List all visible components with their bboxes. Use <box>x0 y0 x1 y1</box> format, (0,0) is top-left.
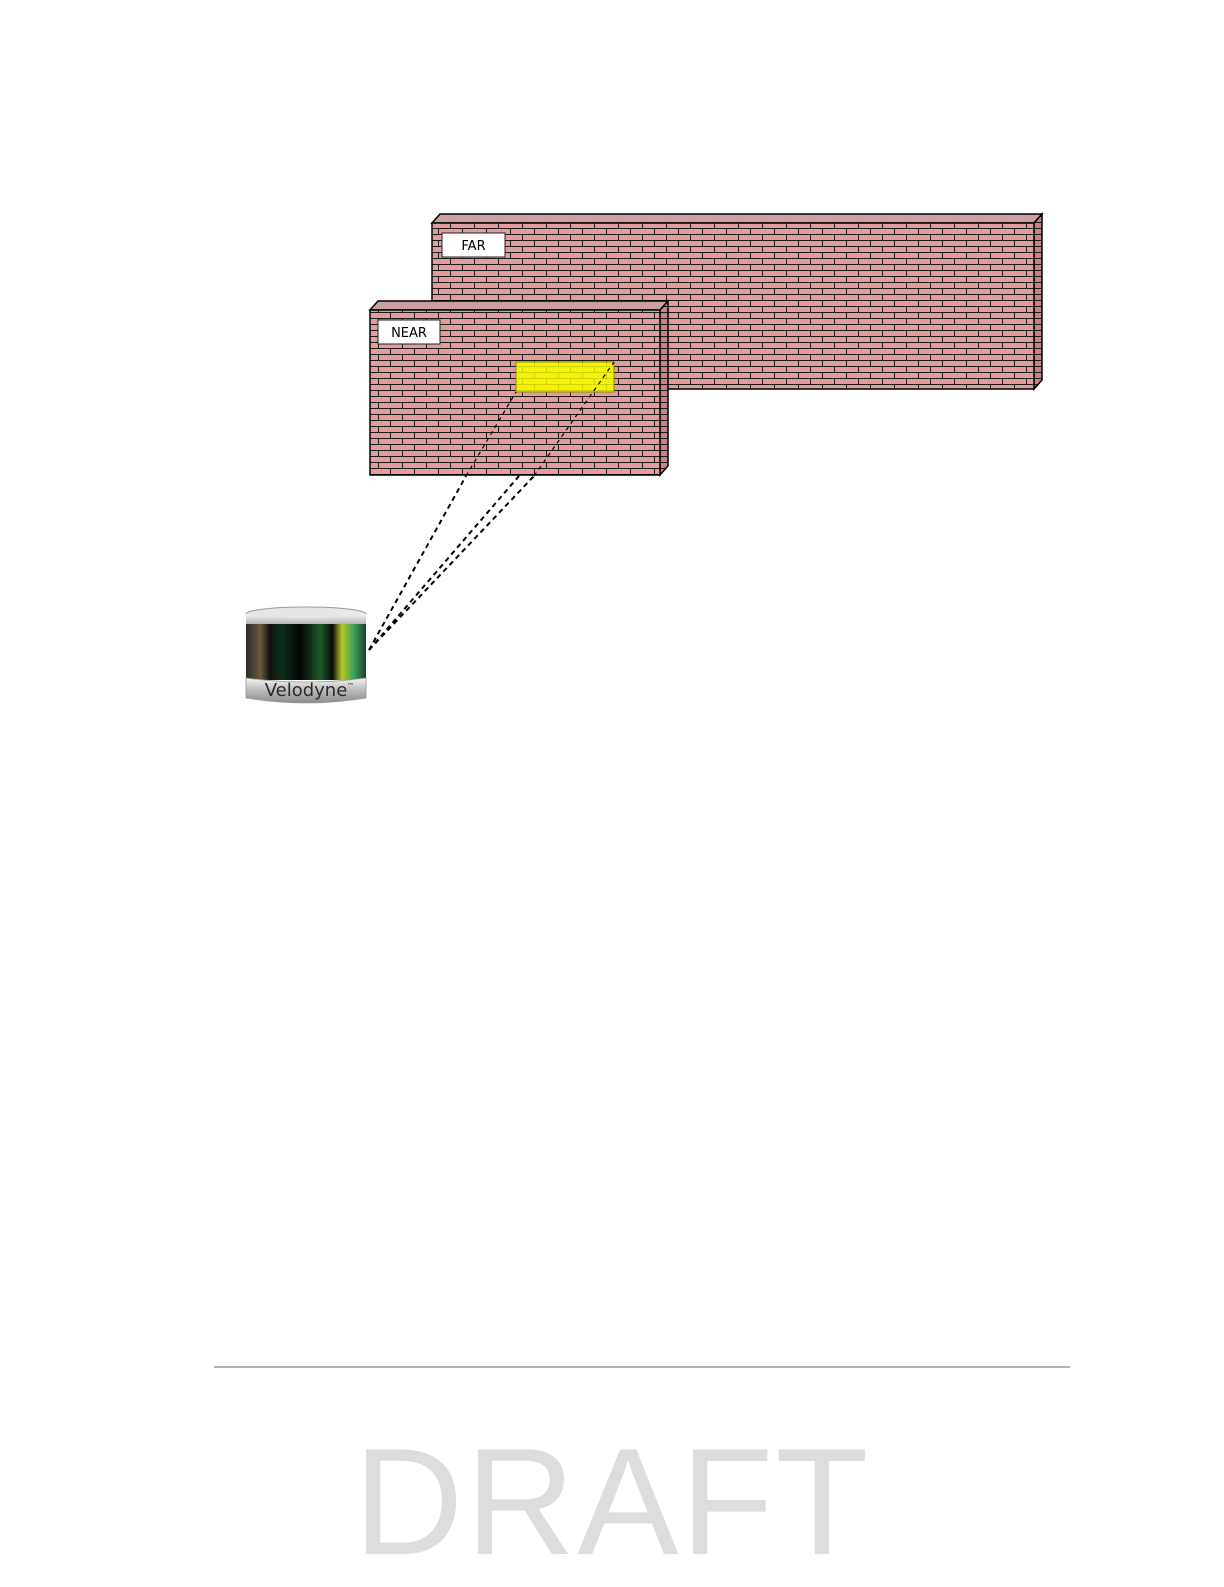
footer-divider <box>214 1366 1070 1368</box>
target-patch <box>516 362 614 392</box>
near-label-text: NEAR <box>391 326 427 341</box>
near-wall-label: NEAR <box>378 320 440 344</box>
velodyne-brand-text: Velodyne <box>265 680 348 701</box>
velodyne-sensor: Velodyne ™ <box>246 607 366 703</box>
beam-line-3 <box>369 476 534 650</box>
draft-watermark: DRAFT <box>0 1426 1224 1578</box>
beam-line-2 <box>369 476 519 650</box>
far-label-text: FAR <box>461 239 485 254</box>
trademark-text: ™ <box>347 682 354 690</box>
far-wall-label: FAR <box>442 233 505 257</box>
